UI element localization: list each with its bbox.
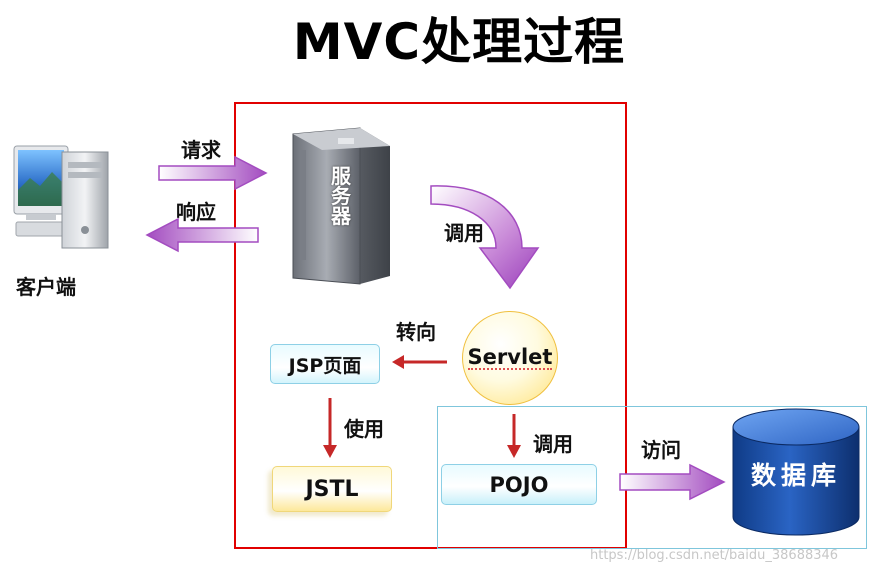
- request-arrow: [158, 155, 268, 191]
- use-arrow: [323, 398, 337, 458]
- watermark: https://blog.csdn.net/baidu_38688346: [590, 548, 839, 563]
- server-icon: [292, 127, 390, 285]
- pojo-node: POJO: [441, 464, 597, 505]
- use-label: 使用: [344, 417, 384, 441]
- server-label: 服务器: [331, 164, 351, 228]
- response-label: 响应: [176, 200, 216, 224]
- forward-label: 转向: [396, 320, 436, 344]
- client-label: 客户端: [16, 275, 76, 299]
- jsp-page-node: JSP页面: [270, 344, 380, 384]
- call-label-model: 调用: [533, 432, 573, 456]
- jstl-node: JSTL: [272, 466, 392, 512]
- servlet-label: Servlet: [467, 345, 553, 370]
- client-computer-icon: [13, 145, 109, 249]
- servlet-node: Servlet: [462, 311, 558, 405]
- forward-arrow: [392, 355, 447, 369]
- page-title: MVC处理过程: [292, 13, 626, 71]
- model-call-arrow: [507, 414, 521, 458]
- call-label-top: 调用: [444, 221, 484, 245]
- database-icon: [732, 408, 860, 536]
- request-label: 请求: [181, 138, 221, 162]
- database-label: 数据库: [750, 461, 841, 490]
- access-label: 访问: [641, 438, 681, 462]
- response-arrow: [145, 217, 259, 253]
- access-arrow: [619, 463, 726, 501]
- model-frame: [437, 406, 867, 549]
- call-curve-arrow: [430, 185, 540, 290]
- controller-view-frame: [234, 102, 627, 549]
